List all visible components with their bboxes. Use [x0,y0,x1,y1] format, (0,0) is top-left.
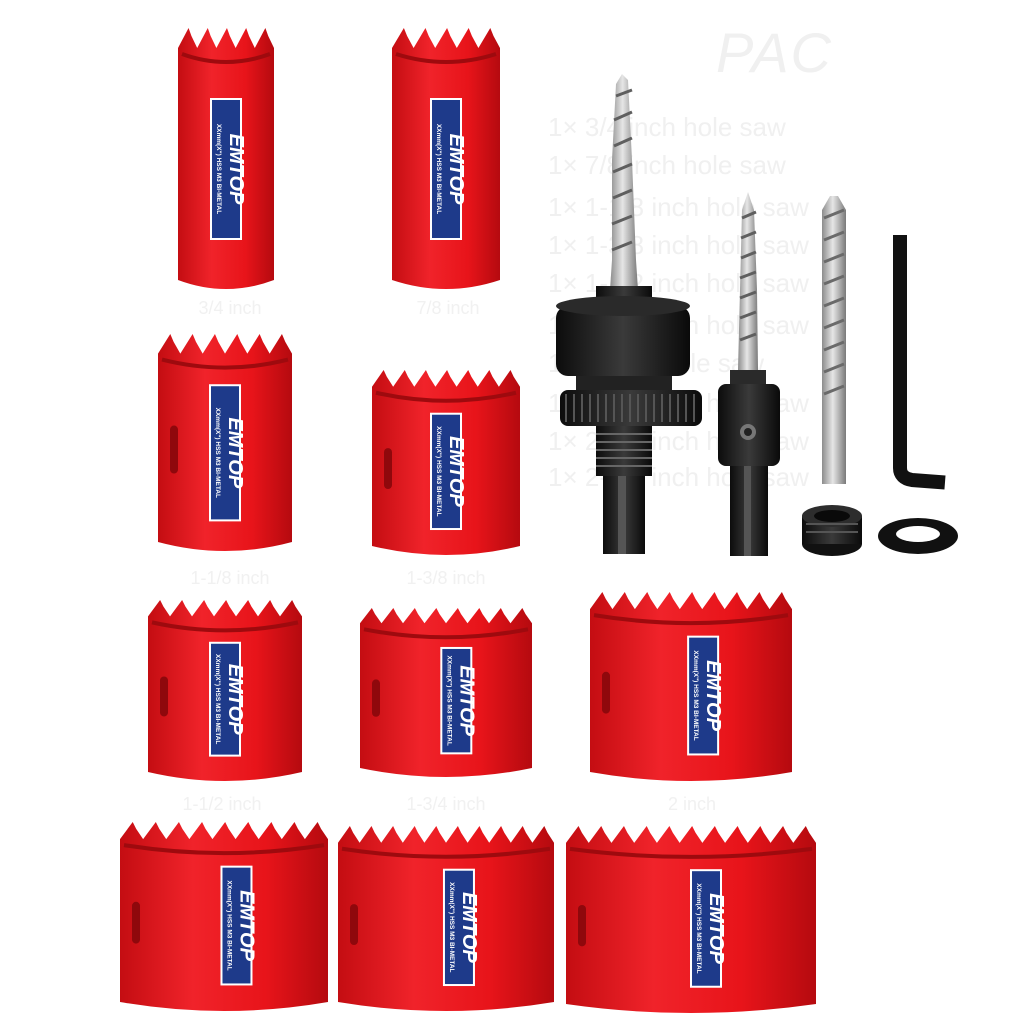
size-caption: 2 inch [667,794,717,814]
hex-key [893,235,946,490]
spec-text: XXmm(X") HSS M3 BI-METAL [215,124,222,214]
saw-rim [375,390,517,403]
saw-slot [384,448,392,490]
saw-slot [132,901,140,944]
brand-logo-text: EMTOP [702,660,724,731]
spec-text: XXmm(X") HSS M3 BI-METAL [214,654,221,744]
saw-rim [123,843,325,856]
pilot-drill-bit [822,196,846,484]
size-caption: 7/8 inch [416,298,480,318]
spec-text: XXmm(X") HSS M3 BI-METAL [435,124,442,214]
brand-logo-text: EMTOP [445,436,467,507]
brand-label [210,98,242,240]
brand-logo-text: EMTOP [225,134,247,205]
brand-logo-text: EMTOP [455,665,477,736]
brand-logo-text: EMTOP [224,664,246,735]
spec-text: XXmm(X") HSS M3 BI-METAL [692,650,699,740]
saw-rim [395,52,497,64]
spec-text: XXmm(X") HSS M3 BI-METAL [448,882,455,972]
washer [878,518,958,554]
brand-logo-text: EMTOP [235,890,257,961]
brand-logo-text: EMTOP [458,892,480,963]
spec-text: XXmm(X") HSS M3 BI-METAL [214,408,221,498]
brand-label [209,641,241,757]
saw-rim [569,846,813,859]
saw-rim [341,846,551,859]
size-caption: 1-3/4 inch [406,794,486,814]
saw-slot [170,425,178,474]
brand-label [442,868,475,987]
saw-slot [372,679,380,717]
brand-label [687,635,720,756]
spec-text: XXmm(X") HSS M3 BI-METAL [445,655,452,745]
brand-logo-text: EMTOP [224,417,246,488]
spec-text: XXmm(X") HSS M3 BI-METAL [695,883,702,973]
brand-label [440,646,473,755]
brand-label [220,865,253,986]
arbor-small [718,192,780,556]
saw-rim [363,627,529,640]
size-caption: 3/4 inch [198,298,262,318]
size-caption: 1-3/8 inch [406,568,486,588]
saw-slot [160,676,168,717]
saw-rim [593,613,789,626]
spec-text: XXmm(X") HSS M3 BI-METAL [225,880,232,970]
saw-rim [151,620,299,633]
brand-label [209,384,241,522]
size-caption: 1-1/2 inch [182,794,262,814]
saw-slot [602,671,610,714]
brand-label [430,412,462,531]
size-caption: 1-1/8 inch [190,568,270,588]
brand-label [430,98,462,240]
brand-logo-text: EMTOP [445,134,467,205]
saw-rim [161,357,289,370]
saw-slot [578,904,586,947]
adapter-nut [802,505,862,556]
arbor-large [556,74,702,554]
saw-slot [350,904,358,946]
spec-text: XXmm(X") HSS M3 BI-METAL [435,426,442,516]
saw-rim [181,52,271,64]
brand-logo-text: EMTOP [705,893,727,964]
brand-label [690,869,722,988]
